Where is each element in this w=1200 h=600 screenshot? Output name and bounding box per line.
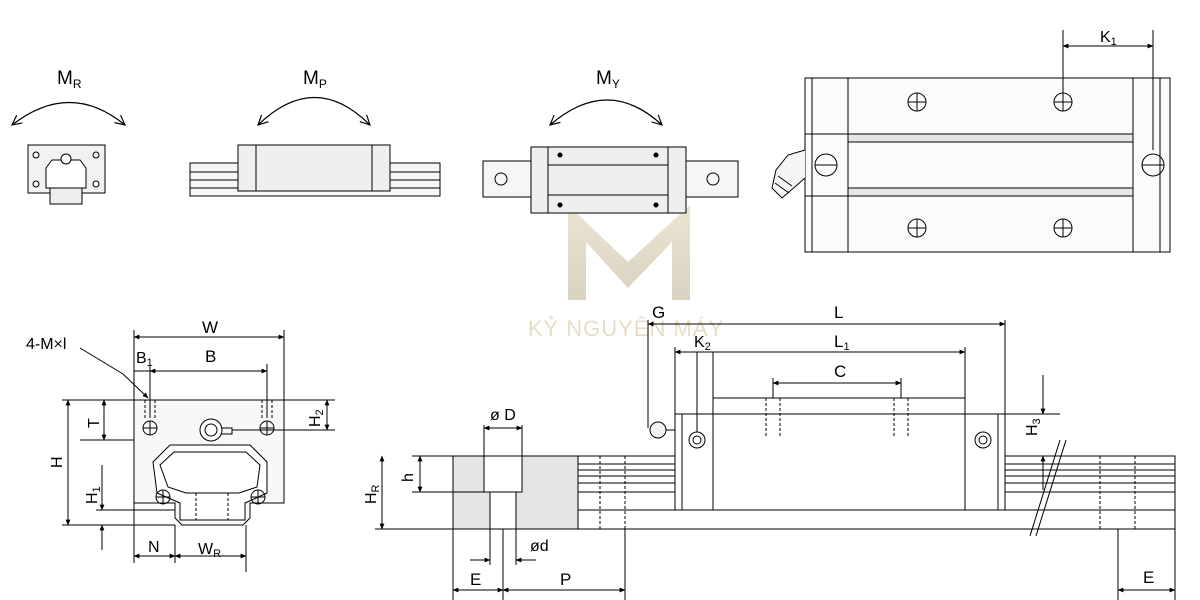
counterbore-diameter-label: ø D (490, 407, 516, 424)
n-dimension-label: N (148, 539, 160, 556)
roll-moment-label: MR (57, 68, 82, 91)
roll-moment-diagram (12, 101, 125, 205)
yaw-moment-label: MY (596, 68, 620, 91)
yaw-arrow (550, 99, 662, 125)
c-dimension-label: C (834, 362, 846, 381)
h1-dimension-label: H1 (84, 486, 103, 504)
k1-label: K1 (1100, 29, 1117, 48)
b1-dimension-label: B1 (136, 350, 153, 369)
rail-height-label: HR (363, 484, 382, 504)
pitch-moment-diagram (189, 96, 441, 197)
wr-dimension-label: WR (198, 541, 221, 560)
k2-dimension-label: K2 (694, 334, 711, 353)
p-dimension-label: P (560, 570, 571, 589)
watermark: KỶ NGUYÊN MÁY (528, 205, 724, 341)
h-dimension-label: H (49, 456, 66, 468)
pitch-moment-label: MP (303, 68, 327, 91)
t-dimension-label: T (86, 418, 103, 428)
roll-arrow (12, 101, 125, 126)
h3-dimension-label: H3 (1024, 418, 1043, 436)
watermark-logo-icon (568, 205, 690, 300)
top-view (771, 30, 1171, 253)
l1-dimension-label: L1 (834, 332, 850, 353)
b-dimension-label: B (205, 347, 216, 366)
grease-nipple-icon (771, 149, 806, 199)
w-dimension-label: W (202, 318, 218, 337)
watermark-text: KỶ NGUYÊN MÁY (528, 316, 724, 341)
e-left-dimension-label: E (470, 570, 481, 589)
pitch-arrow (258, 96, 370, 126)
front-view (62, 330, 335, 572)
h2-dimension-label: H2 (307, 409, 326, 427)
tapped-hole-label: 4-M×l (26, 336, 66, 353)
g-dimension-label: G (652, 303, 665, 322)
side-view (375, 320, 1176, 600)
e-right-dimension-label: E (1143, 568, 1154, 587)
yaw-moment-diagram (482, 99, 739, 214)
hole-diameter-label: ød (530, 538, 549, 555)
l-dimension-label: L (834, 303, 843, 322)
counterbore-depth-label: h (400, 473, 417, 482)
grease-fitting-icon (649, 421, 667, 439)
